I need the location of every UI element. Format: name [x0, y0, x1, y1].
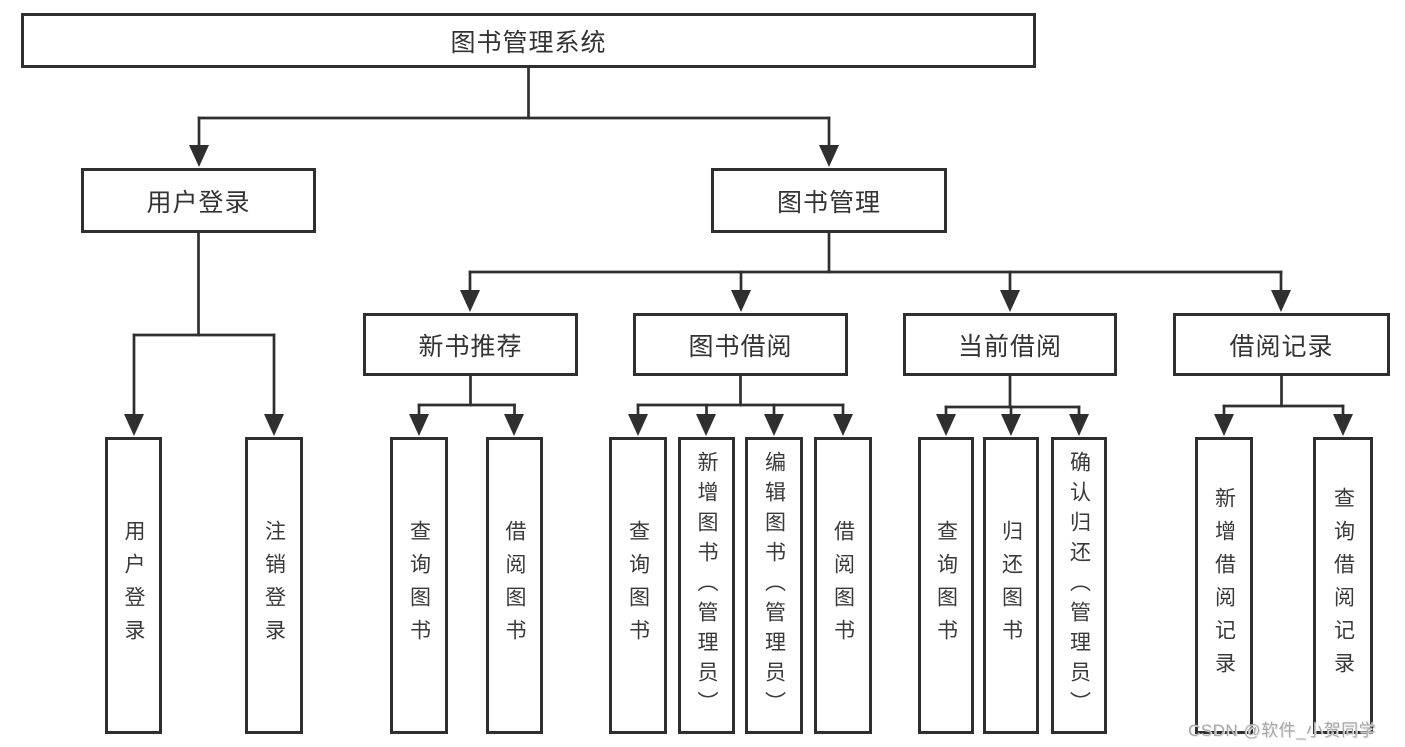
- leaf-query-books-borrowing-label: 查询图书: [626, 519, 650, 652]
- leaf-add-borrow-record-label: 新增借阅记录: [1212, 486, 1236, 685]
- leaf-query-books-borrowing: 查询图书: [609, 437, 667, 734]
- node-borrowing-records-label: 借阅记录: [1229, 332, 1334, 361]
- node-new-book-recommendation: 新书推荐: [363, 313, 578, 376]
- leaf-logout-login: 注销登录: [245, 437, 303, 734]
- node-book-management: 图书管理: [711, 168, 947, 233]
- leaf-query-books-current: 查询图书: [918, 437, 974, 734]
- leaf-return-books: 归还图书: [983, 437, 1039, 734]
- leaf-add-books-admin-label: 新增图书（管理员）: [695, 450, 718, 721]
- node-library-management-system: 图书管理系统: [21, 13, 1036, 68]
- leaf-add-borrow-record: 新增借阅记录: [1195, 437, 1253, 734]
- node-book-borrowing-label: 图书借阅: [688, 332, 793, 361]
- leaf-user-login-label: 用户登录: [122, 519, 145, 652]
- leaf-edit-books-admin-label: 编辑图书（管理员）: [762, 450, 786, 721]
- node-book-borrowing: 图书借阅: [633, 313, 848, 376]
- arrowheads: [124, 145, 1353, 436]
- leaf-query-borrow-record-label: 查询借阅记录: [1331, 486, 1355, 685]
- node-user-login-group-label: 用户登录: [146, 188, 251, 217]
- leaf-user-login: 用户登录: [105, 437, 162, 734]
- leaf-add-books-admin: 新增图书（管理员）: [678, 437, 735, 734]
- watermark-text: CSDN @软件_小贺同学: [1188, 721, 1377, 740]
- node-current-borrowing-label: 当前借阅: [957, 332, 1062, 361]
- leaf-borrow-books-label: 借阅图书: [831, 519, 855, 652]
- node-user-login-group: 用户登录: [81, 168, 316, 233]
- node-new-book-recommendation-label: 新书推荐: [418, 332, 523, 361]
- leaf-logout-login-label: 注销登录: [262, 519, 286, 652]
- node-book-management-label: 图书管理: [776, 188, 881, 217]
- leaf-borrow-books-recommend-label: 借阅图书: [503, 519, 526, 652]
- node-borrowing-records: 借阅记录: [1173, 313, 1390, 376]
- leaf-query-books-current-label: 查询图书: [934, 519, 958, 652]
- leaf-confirm-return-admin-label: 确认归还（管理员）: [1067, 450, 1091, 721]
- leaf-query-books-recommend-label: 查询图书: [407, 519, 431, 652]
- node-library-management-system-label: 图书管理系统: [450, 28, 607, 57]
- node-current-borrowing: 当前借阅: [903, 313, 1117, 376]
- leaf-edit-books-admin: 编辑图书（管理员）: [745, 437, 803, 734]
- leaf-return-books-label: 归还图书: [999, 519, 1023, 652]
- leaf-borrow-books: 借阅图书: [814, 437, 872, 734]
- leaf-confirm-return-admin: 确认归还（管理员）: [1051, 437, 1107, 734]
- leaf-query-books-recommend: 查询图书: [390, 437, 448, 734]
- leaf-query-borrow-record: 查询借阅记录: [1313, 437, 1373, 734]
- leaf-borrow-books-recommend: 借阅图书: [486, 437, 543, 734]
